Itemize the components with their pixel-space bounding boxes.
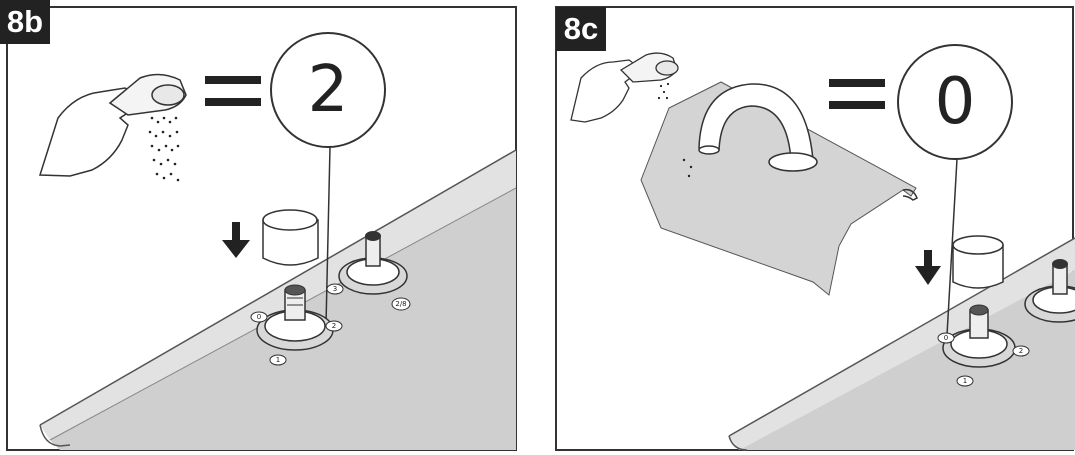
callout-leader-line — [325, 146, 331, 326]
equals-sign — [829, 79, 885, 109]
down-arrow — [915, 250, 941, 285]
panel-8c-drawing — [555, 6, 1075, 451]
panel-8b: 8b 2 0 1 2 3 2/8 — [0, 0, 517, 455]
step-badge: 8c — [556, 7, 606, 51]
callout-leader-line — [946, 158, 958, 336]
equals-sign — [205, 76, 261, 106]
position-label: 2/8 — [395, 300, 407, 308]
position-label: 1 — [962, 377, 968, 385]
spray-dots — [657, 82, 670, 100]
step-badge: 8b — [0, 0, 50, 44]
deck-top-edge — [40, 150, 516, 440]
setting-number: 0 — [934, 65, 976, 139]
position-label: 2 — [1018, 347, 1024, 355]
position-label: 1 — [275, 356, 281, 364]
panel-8b-drawing — [6, 6, 517, 451]
setting-callout-circle — [270, 32, 386, 148]
down-arrow — [222, 222, 250, 258]
setting-callout-circle — [897, 44, 1013, 160]
position-label: 3 — [332, 285, 338, 293]
position-label: 2 — [331, 322, 337, 330]
setting-number: 2 — [307, 53, 349, 127]
position-label: 0 — [256, 313, 262, 321]
deck-edge-curl — [39, 424, 71, 447]
spray-dots — [148, 116, 180, 182]
panel-8c: 8c 0 0 1 2 — [551, 0, 1075, 455]
position-label: 0 — [943, 334, 949, 342]
